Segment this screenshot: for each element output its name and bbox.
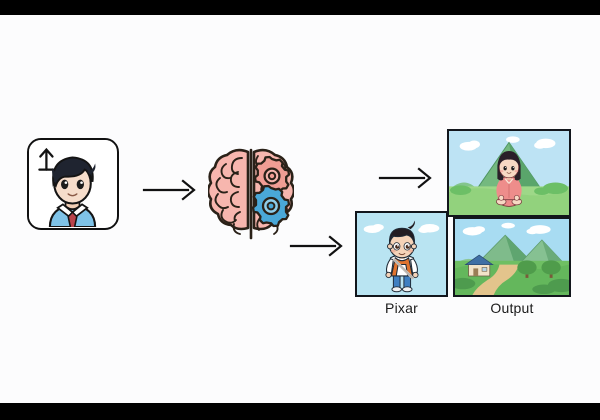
brain-with-gears-icon[interactable]: [208, 144, 294, 244]
pixar-style-boy-illustration: [357, 213, 446, 295]
generated-girl-scene-illustration: [449, 131, 569, 215]
tree-shapes: [517, 260, 561, 278]
gear-blue-icon: [251, 184, 291, 228]
cloud-shapes: [459, 136, 556, 151]
arrow-input-to-brain: [142, 179, 196, 201]
input-avatar-illustration: [29, 140, 116, 227]
girl-figure: [496, 151, 522, 207]
generated-girl-scene-panel[interactable]: [447, 129, 571, 217]
input-avatar-card[interactable]: [27, 138, 119, 230]
upload-arrow-icon: [38, 147, 55, 171]
letterbox-bottom: [0, 403, 600, 420]
cloud-shapes: [363, 224, 440, 234]
house-shape: [464, 254, 494, 277]
arrow-brain-to-pixar: [289, 235, 343, 257]
cloud-shapes: [462, 222, 551, 236]
caption-pixar: Pixar: [385, 300, 418, 316]
letterbox-top: [0, 0, 600, 15]
arrow-brain-to-output: [378, 167, 432, 189]
boy-figure: [385, 220, 419, 293]
dirt-path: [472, 264, 519, 295]
output-landscape-illustration: [455, 219, 569, 295]
diagram-canvas: Pixar Output: [0, 15, 600, 403]
pixar-style-boy-panel[interactable]: [355, 211, 448, 297]
output-landscape-panel[interactable]: [453, 217, 571, 297]
caption-output: Output: [490, 300, 534, 316]
